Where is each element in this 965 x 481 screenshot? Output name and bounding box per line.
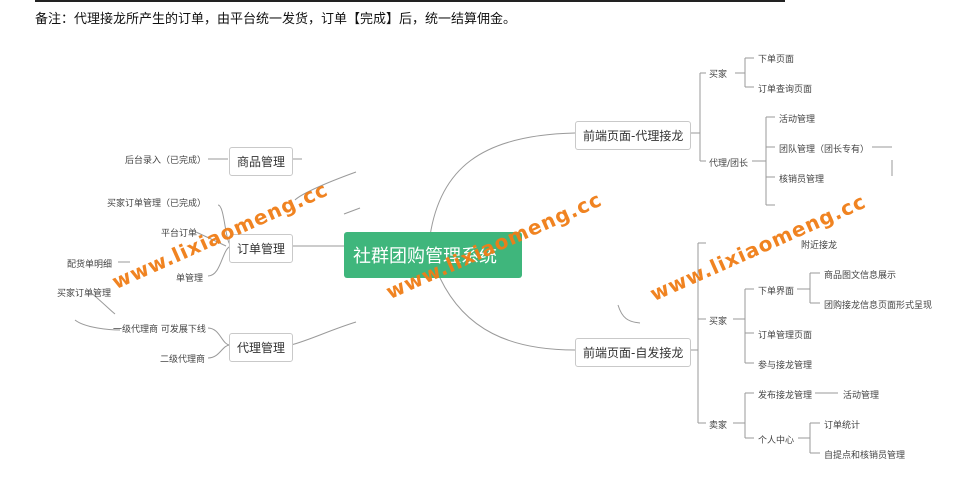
self-relay-nearby: 附近接龙 (801, 241, 838, 251)
buyer-order-interface: 下单界面 (758, 287, 795, 297)
self-relay-frontend-node: 前端页面-自发接龙 (575, 338, 692, 367)
top-rule (35, 0, 785, 2)
agent-relay-order-query: 订单查询页面 (758, 85, 813, 95)
agent-leaf-level1: 一级代理商 可发展下线 (113, 325, 206, 335)
seller-publish-relay: 发布接龙管理 (758, 391, 813, 401)
agent-relay-order-page: 下单页面 (758, 55, 795, 65)
seller-personal-center: 个人中心 (758, 436, 795, 446)
order-leaf-picking-list: 配货单明细 (67, 260, 113, 270)
leader-team-mgmt: 团队管理（团长专有） (779, 145, 870, 155)
agent-relay-leader: 代理/团长 (709, 159, 749, 169)
link-central-agent-relay (429, 132, 576, 237)
note-text: 备注：代理接龙所产生的订单，由平台统一发货，订单【完成】后，统一结算佣金。 (35, 12, 517, 27)
order-leaf-platform-orders: 平台订单 (161, 229, 198, 239)
leader-verifier-mgmt: 核销员管理 (779, 175, 825, 185)
product-leaf-backend-entry: 后台录入（已完成） (125, 156, 207, 166)
buyer-order-mgmt-page: 订单管理页面 (758, 331, 813, 341)
seller-order-stats: 订单统计 (824, 421, 861, 431)
product-rich-info: 商品图文信息展示 (824, 271, 897, 281)
agent-relay-buyer: 买家 (709, 70, 728, 80)
agent-leaf-level2: 二级代理商 (160, 355, 206, 365)
link-central-product (294, 171, 357, 201)
seller-pickup-verifier-mgmt: 自提点和核销员管理 (824, 451, 906, 461)
self-relay-buyer: 买家 (709, 317, 728, 327)
agent-management-node: 代理管理 (229, 333, 294, 362)
seller-activity-mgmt: 活动管理 (843, 391, 880, 401)
order-management-node: 订单管理 (229, 234, 294, 263)
central-node: 社群团购管理系统 (344, 232, 522, 278)
order-leaf-buyer-orders-done: 买家订单管理（已完成） (107, 199, 207, 209)
link-central-agent (290, 321, 357, 346)
link-central-self-relay (439, 277, 576, 351)
order-leaf-order-mgmt: 单管理 (176, 274, 204, 284)
agent-relay-frontend-node: 前端页面-代理接龙 (575, 121, 692, 150)
self-relay-seller: 卖家 (709, 421, 728, 431)
leader-activity-mgmt: 活动管理 (779, 115, 816, 125)
product-management-node: 商品管理 (229, 147, 294, 176)
buyer-join-relay-mgmt: 参与接龙管理 (758, 361, 813, 371)
order-leaf-buyer-orders: 买家订单管理 (57, 289, 112, 299)
group-relay-info-page: 团购接龙信息页面形式呈现 (824, 301, 933, 311)
